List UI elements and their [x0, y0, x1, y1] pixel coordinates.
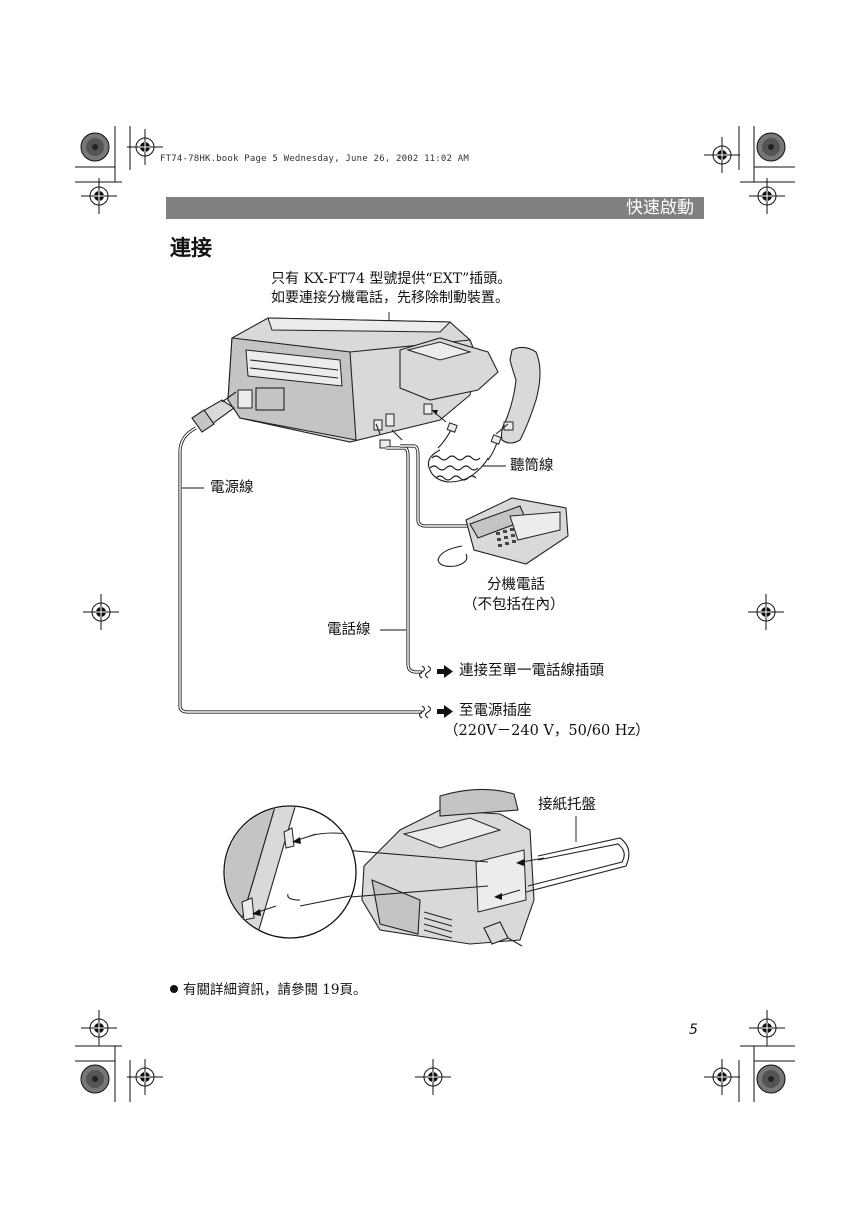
power-spec-label: （220V－240 V，50/60 Hz）: [444, 723, 650, 739]
ext-note-line-1: 只有 KX-FT74 型號提供“EXT”插頭。: [271, 271, 512, 287]
telephone-line-cord-illustration: [379, 439, 422, 674]
page-number: 5: [689, 1022, 698, 1038]
to-power-outlet-label: 至電源插座: [459, 703, 532, 719]
power-cord-label: 電源線: [210, 480, 254, 496]
section-banner: 快速啟動: [166, 197, 704, 219]
page-title: 連接: [170, 236, 212, 260]
right-arrow-icon: [437, 665, 453, 678]
fax-machine-illustration: [227, 317, 499, 443]
extension-phone-label: 分機電話: [487, 577, 545, 593]
banner-title: 快速啟動: [626, 198, 694, 218]
bullet-icon: [170, 985, 178, 993]
power-cord-illustration: [178, 391, 422, 714]
extension-phone-note: （不包括在內）: [463, 597, 565, 613]
paper-tray-label: 接紙托盤: [538, 797, 596, 813]
extension-phone-illustration: [437, 497, 569, 567]
book-file-header: FT74-78HK.book Page 5 Wednesday, June 26…: [160, 154, 470, 164]
extension-cord-illustration: [400, 444, 474, 528]
handset-cord-label: 聽筒線: [510, 458, 554, 474]
paper-tray-illustration: [223, 788, 630, 947]
ext-note-line-2: 如要連接分機電話，先移除制動裝置。: [271, 290, 509, 306]
footnote-text: 有關詳細資訊，請參閱 19頁。: [183, 982, 367, 998]
handset-illustration: [500, 346, 541, 444]
telephone-line-cord-label: 電話線: [327, 622, 371, 638]
right-arrow-icon: [437, 705, 453, 718]
to-phone-jack-label: 連接至單一電話線插頭: [459, 663, 604, 679]
footnote: 有關詳細資訊，請參閱 19頁。: [170, 978, 366, 998]
cord-break-mark-icon: [418, 665, 432, 719]
handset-cord-illustration: [427, 422, 502, 483]
